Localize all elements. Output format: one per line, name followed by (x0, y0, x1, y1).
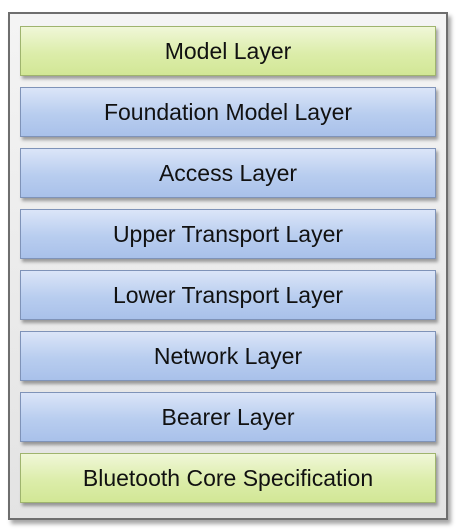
lower-transport-layer-box: Lower Transport Layer (20, 270, 436, 320)
access-layer-label: Access Layer (158, 159, 298, 186)
foundation-model-layer-label: Foundation Model Layer (103, 98, 353, 125)
foundation-model-layer-box: Foundation Model Layer (20, 87, 436, 137)
upper-transport-layer-label: Upper Transport Layer (112, 220, 344, 247)
protocol-stack-frame: Model Layer Foundation Model Layer Acces… (8, 12, 448, 520)
bearer-layer-label: Bearer Layer (161, 403, 295, 430)
bluetooth-core-specification-box: Bluetooth Core Specification (20, 453, 436, 503)
bearer-layer-box: Bearer Layer (20, 392, 436, 442)
model-layer-box: Model Layer (20, 26, 436, 76)
network-layer-box: Network Layer (20, 331, 436, 381)
lower-transport-layer-label: Lower Transport Layer (112, 281, 344, 308)
upper-transport-layer-box: Upper Transport Layer (20, 209, 436, 259)
bluetooth-core-specification-label: Bluetooth Core Specification (82, 464, 374, 491)
access-layer-box: Access Layer (20, 148, 436, 198)
model-layer-label: Model Layer (164, 37, 292, 64)
network-layer-label: Network Layer (153, 342, 303, 369)
